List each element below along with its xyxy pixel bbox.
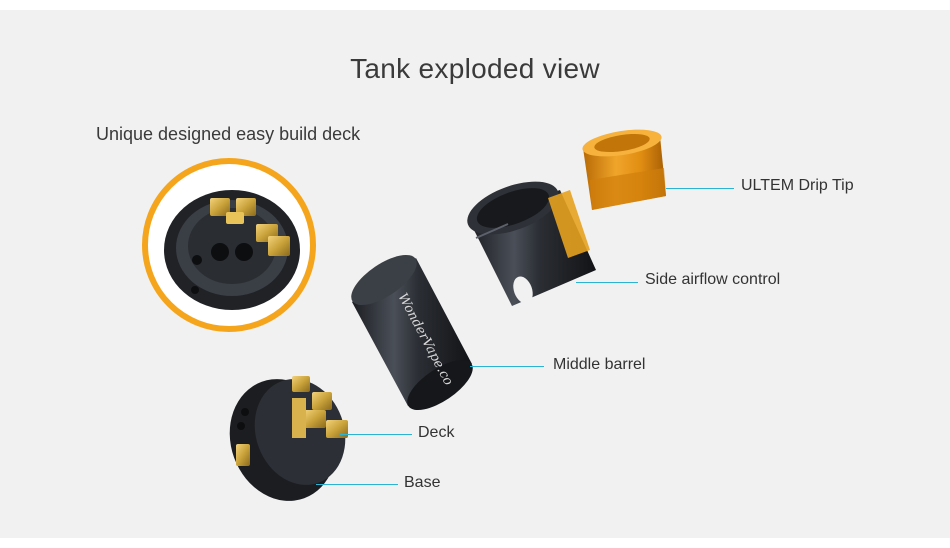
middle-barrel-image: WonderVape.co <box>351 254 473 411</box>
deck-base-image <box>229 376 348 501</box>
deck-callout-title: Unique designed easy build deck <box>96 124 361 144</box>
top-cap-image <box>467 181 596 306</box>
drip-tip-image <box>582 129 666 210</box>
leader-base <box>316 484 398 485</box>
page-title: Tank exploded view <box>350 53 600 84</box>
leader-drip-tip <box>666 188 734 189</box>
leader-deck <box>340 434 412 435</box>
leader-middle-barrel <box>470 366 544 367</box>
label-ultem-drip-tip: ULTEM Drip Tip <box>741 177 854 194</box>
deck-closeup <box>142 158 316 332</box>
label-middle-barrel: Middle barrel <box>553 356 646 373</box>
label-deck: Deck <box>418 424 455 441</box>
leader-side-airflow <box>576 282 638 283</box>
deck-closeup-image <box>164 190 300 310</box>
label-side-airflow-control: Side airflow control <box>645 271 781 288</box>
label-base: Base <box>404 474 441 491</box>
